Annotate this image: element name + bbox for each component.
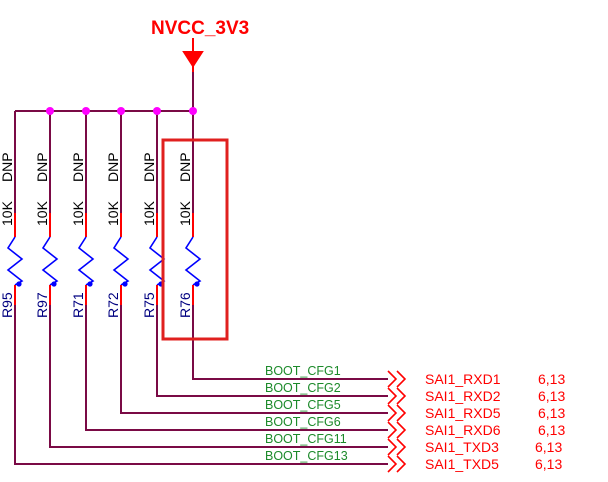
fit-label: DNP: [34, 152, 50, 182]
net-label: BOOT_CFG5: [265, 398, 341, 412]
ref-designator: R97: [34, 292, 50, 318]
chevron-icon: [387, 421, 398, 439]
net-wire[interactable]: [49, 305, 388, 448]
offpage-connector-icon[interactable]: [387, 370, 407, 388]
pin1-dot-icon: [51, 281, 57, 287]
ref-designator: R95: [0, 292, 15, 318]
junction-dot: [82, 107, 90, 115]
fit-label: DNP: [177, 152, 193, 182]
chevron-icon: [387, 404, 398, 422]
offpage-connector-icon[interactable]: [387, 421, 407, 439]
pin1-dot-icon: [16, 281, 22, 287]
net-label: BOOT_CFG6: [265, 415, 341, 429]
net-label: BOOT_CFG11: [265, 432, 347, 446]
port-label[interactable]: SAI1_TXD5: [425, 456, 499, 472]
offpage-connector-icon[interactable]: [387, 387, 407, 405]
pin1-dot-icon: [194, 281, 200, 287]
chevron-icon: [396, 404, 407, 422]
offpage-connector-icon[interactable]: [387, 404, 407, 422]
port-label[interactable]: SAI1_RXD6: [425, 422, 501, 438]
chevron-icon: [396, 387, 407, 405]
net-wire[interactable]: [85, 305, 388, 431]
ref-designator: R72: [105, 292, 121, 318]
resistor-body-icon: [6, 236, 24, 286]
power-net-label: NVCC_3V3: [151, 18, 249, 39]
junction-dot: [153, 107, 161, 115]
offpage-connector-icon[interactable]: [387, 438, 407, 456]
chevron-icon: [396, 421, 407, 439]
value-label: 10K: [34, 200, 50, 226]
ref-designator: R75: [141, 292, 157, 318]
chevron-icon: [396, 455, 407, 473]
value-label: 10K: [0, 200, 15, 226]
port-label[interactable]: SAI1_RXD2: [425, 388, 501, 404]
sheet-ref-label[interactable]: 6,13: [538, 388, 565, 404]
resistor-body-icon: [184, 236, 202, 286]
chevron-icon: [387, 370, 398, 388]
value-label: 10K: [177, 200, 193, 226]
fit-label: DNP: [105, 152, 121, 182]
junction-dot: [117, 107, 125, 115]
power-arrow-icon: [182, 51, 204, 68]
net-wire[interactable]: [120, 305, 388, 414]
port-label[interactable]: SAI1_RXD5: [425, 405, 501, 421]
port-label[interactable]: SAI1_TXD3: [425, 439, 499, 455]
chevron-icon: [387, 387, 398, 405]
net-label: BOOT_CFG2: [265, 381, 341, 395]
pin1-dot-icon: [87, 281, 93, 287]
fit-label: DNP: [0, 152, 15, 182]
junction-dot: [189, 107, 197, 115]
junction-dot: [46, 107, 54, 115]
highlight-box: [161, 138, 229, 341]
pin1-dot-icon: [122, 281, 128, 287]
value-label: 10K: [70, 200, 86, 226]
chevron-icon: [387, 455, 398, 473]
resistor-body-icon: [112, 236, 130, 286]
net-wire[interactable]: [156, 305, 388, 397]
fit-label: DNP: [70, 152, 86, 182]
sheet-ref-label[interactable]: 6,13: [535, 439, 562, 455]
chevron-icon: [387, 438, 398, 456]
value-label: 10K: [141, 200, 157, 226]
offpage-connector-icon[interactable]: [387, 455, 407, 473]
net-wire[interactable]: [192, 305, 388, 380]
port-label[interactable]: SAI1_RXD1: [425, 371, 501, 387]
ref-designator: R76: [177, 292, 193, 318]
sheet-ref-label[interactable]: 6,13: [538, 422, 565, 438]
power-symbol[interactable]: NVCC_3V3: [151, 18, 249, 111]
net-wire[interactable]: [14, 305, 388, 465]
ref-designator: R71: [70, 292, 86, 318]
sheet-ref-label[interactable]: 6,13: [535, 456, 562, 472]
value-label: 10K: [105, 200, 121, 226]
chevron-icon: [396, 370, 407, 388]
resistor-body-icon: [41, 236, 59, 286]
net-label: BOOT_CFG1: [265, 364, 341, 378]
chevron-icon: [396, 438, 407, 456]
sheet-ref-label[interactable]: 6,13: [538, 371, 565, 387]
resistor-body-icon: [77, 236, 95, 286]
fit-label: DNP: [141, 152, 157, 182]
sheet-ref-label[interactable]: 6,13: [538, 405, 565, 421]
net-label: BOOT_CFG13: [265, 449, 348, 463]
